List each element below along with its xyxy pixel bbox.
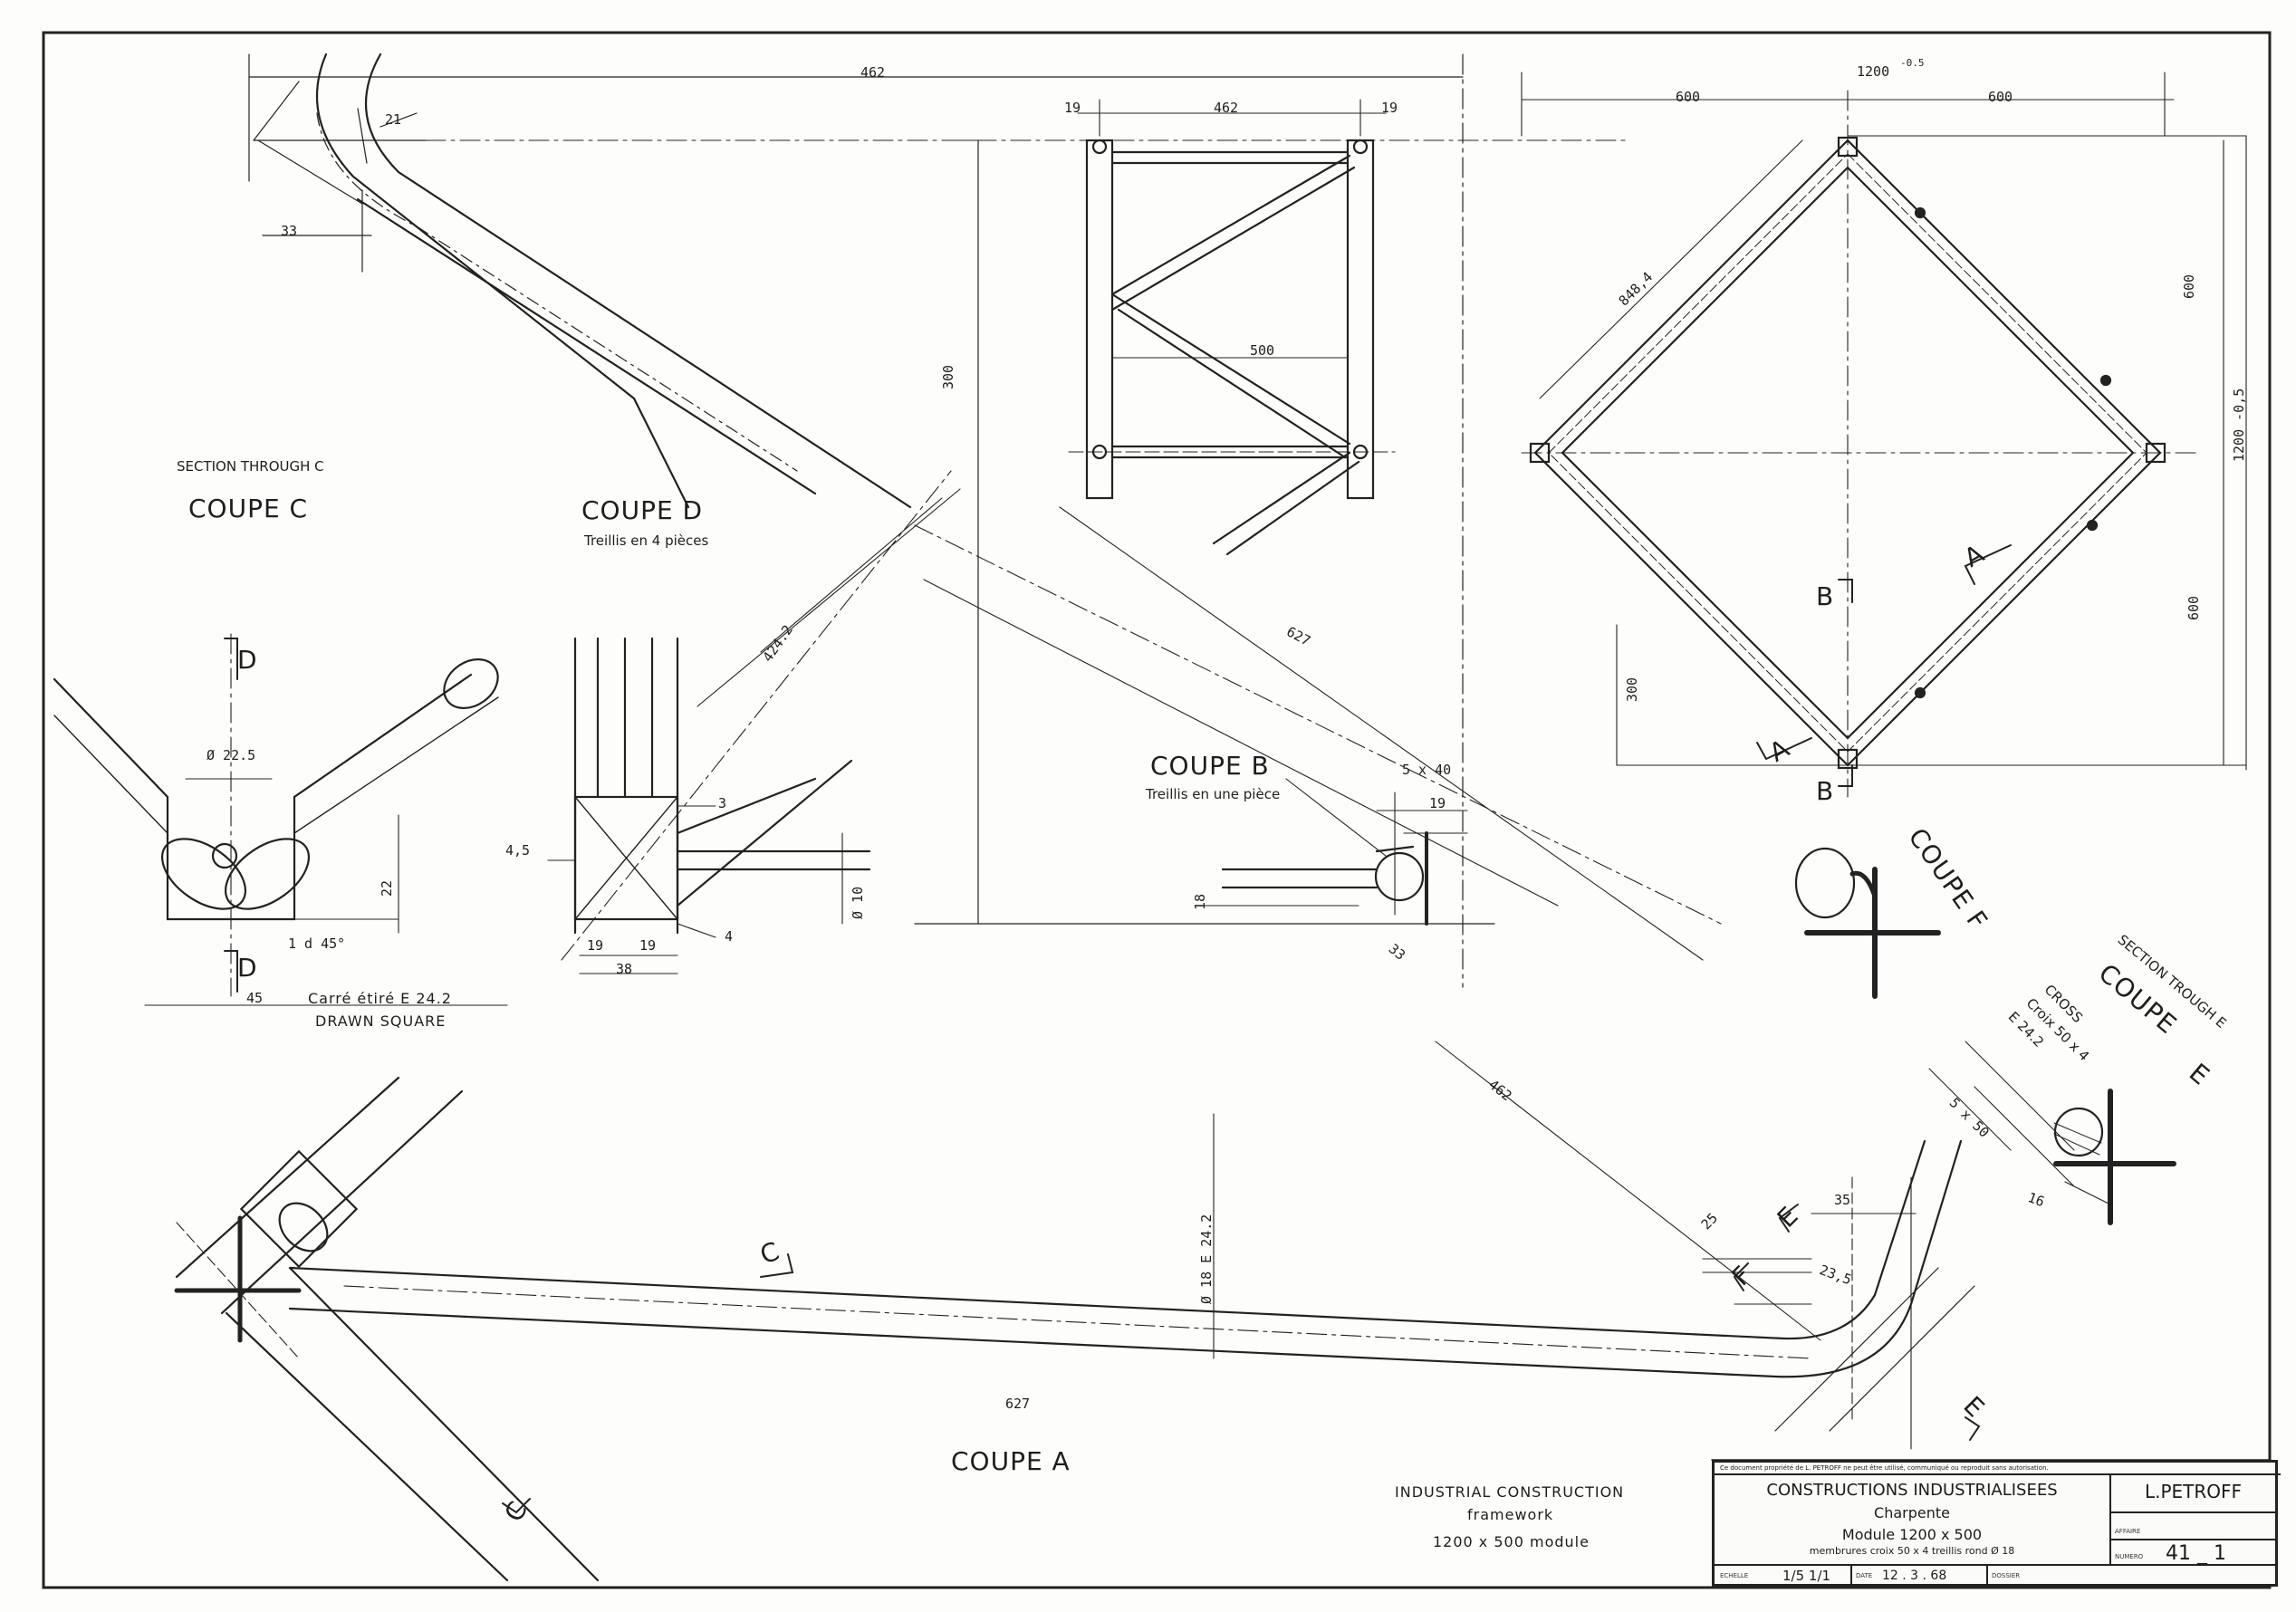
coupe-d-subtitle: Treillis en 4 pièces [584,533,709,549]
frame-elevation [950,99,1396,556]
echelle-label: ECHELLE [1720,1572,1749,1579]
dim-3: 3 [718,795,727,811]
title-block: Ce document propriété de L. PETROFF ne p… [1712,1460,2281,1587]
dim-19-d1: 19 [587,937,604,954]
dim-600-right: 600 [1988,89,2013,105]
dim-dia-22: Ø 22.5 [207,747,256,763]
caption-line2: framework [1467,1506,1554,1523]
dim-4: 4 [725,928,734,945]
caption-line1: INDUSTRIAL CONSTRUCTION [1395,1483,1625,1501]
dim-300-small: 300 [1624,676,1640,702]
dim-462-frame: 462 [1214,100,1239,116]
dim-38: 38 [616,961,633,977]
dim-462-top: 462 [860,64,886,81]
carre-etire-label: Carré étiré E 24.2 [308,990,452,1007]
coupe-a-upper-diagonal-bar [253,53,912,509]
scale-value: 1/5 1/1 [1782,1568,1831,1584]
cut-marker-b-top: B [1816,581,1835,611]
dim-1200-tol: -0.5 [1900,57,1925,69]
drawing-number: 41 _ 1 [2166,1542,2226,1565]
dim-19-left: 19 [1064,100,1081,116]
coupe-a-bottom-bar [174,1076,1975,1582]
dim-19-right: 19 [1381,100,1398,116]
project-module: Module 1200 x 500 [1841,1526,1983,1543]
cut-marker-d-top: D [237,645,258,675]
dim-19-b: 19 [1429,795,1446,811]
dim-21: 21 [385,111,402,128]
title-block-notice: Ce document propriété de L. PETROFF ne p… [1715,1463,2281,1475]
dim-600-v2: 600 [2186,595,2202,620]
dim-1-45: 1 d 45° [288,936,346,952]
coupe-f-square-frame [1521,72,2247,999]
dim-1200-vertical: 1200 -0,5 [2231,388,2247,462]
author-name: L.PETROFF [2144,1481,2243,1502]
dim-22: 22 [379,879,395,897]
coupe-e-detail [1928,1041,2176,1225]
dim-4-5: 4,5 [505,842,531,859]
dim-45: 45 [246,990,264,1006]
dossier-label: DOSSIER [1992,1572,2021,1579]
caption-line3: 1200 x 500 module [1433,1533,1590,1550]
dim-line-462-diag [1435,1041,1821,1341]
cut-marker-b-bottom: B [1816,776,1835,806]
sheet-border [42,31,2272,1589]
coupe-c-detail [53,633,508,1006]
project-title: CONSTRUCTIONS INDUSTRIALISEES [1766,1481,2058,1500]
dim-300-vertical: 300 [940,364,956,389]
coupe-c-subtitle: SECTION THROUGH C [177,458,324,475]
coupe-b-subtitle: Treillis en une pièce [1146,786,1281,802]
coupe-b-detail [1204,778,1495,926]
date-label: DATE [1856,1572,1873,1579]
title-block-bottom-row: ECHELLE 1/5 1/1 DATE 12 . 3 . 68 DOSSIER [1715,1564,2275,1586]
dim-18-b: 18 [1192,893,1208,910]
affaire-label: AFFAIRE [2115,1528,2141,1535]
date-value: 12 . 3 . 68 [1882,1569,1947,1583]
coupe-d-detail [547,637,871,974]
drawn-square-label: DRAWN SQUARE [315,1012,447,1030]
title-block-author-area: L.PETROFF AFFAIRE NUMERO 41 _ 1 [2111,1473,2275,1565]
cut-marker-d-bottom: D [237,953,258,983]
coupe-d-title: COUPE D [581,495,704,525]
dim-627-bottom: 627 [1005,1396,1031,1412]
coupe-b-title: COUPE B [1150,751,1270,781]
coupe-a-title: COUPE A [951,1446,1071,1476]
coupe-c-title: COUPE C [188,494,309,523]
dim-5x40: 5 x 40 [1402,762,1452,778]
dim-33-topleft: 33 [281,223,298,239]
dim-35: 35 [1834,1192,1851,1208]
dim-1200: 1200 [1857,63,1890,80]
dim-600-v1: 600 [2181,273,2197,299]
project-members: membrures croix 50 x 4 treillis rond Ø 1… [1809,1545,2015,1557]
title-block-main: CONSTRUCTIONS INDUSTRIALISEES Charpente … [1715,1473,2111,1564]
project-subject: Charpente [1874,1504,1950,1521]
round-bar-label: Ø 18 E 24.2 [1198,1214,1215,1304]
dim-500: 500 [1250,342,1275,359]
dim-600-left: 600 [1676,89,1701,105]
numero-label: NUMERO [2115,1553,2144,1560]
dim-dia-10: Ø 10 [850,886,866,919]
dim-19-d2: 19 [639,937,657,954]
